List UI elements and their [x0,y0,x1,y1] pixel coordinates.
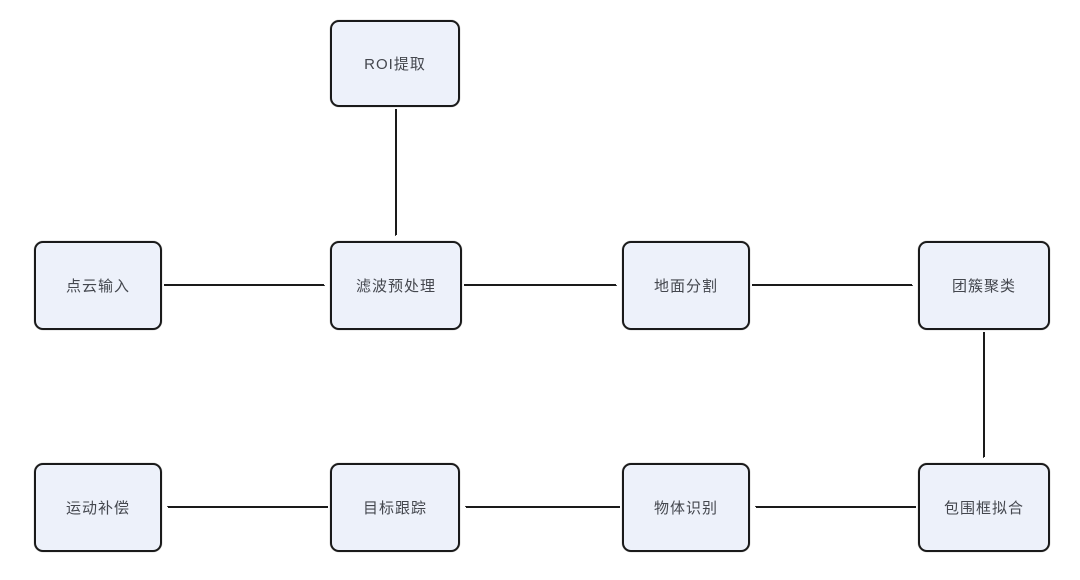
node-target-tracking[interactable]: 目标跟踪 [330,463,460,552]
node-label: 物体识别 [653,500,718,517]
node-object-recognition[interactable]: 物体识别 [622,463,750,552]
node-label: 包围框拟合 [943,500,1024,517]
node-point-cloud-input[interactable]: 点云输入 [34,241,162,330]
node-label: ROI提取 [364,56,426,73]
node-cluster-clustering[interactable]: 团簇聚类 [918,241,1050,330]
node-filter-preprocessing[interactable]: 滤波预处理 [330,241,462,330]
node-roi-extraction[interactable]: ROI提取 [330,20,460,107]
node-label: 地面分割 [653,278,718,295]
node-bounding-box-fitting[interactable]: 包围框拟合 [918,463,1050,552]
node-ground-segmentation[interactable]: 地面分割 [622,241,750,330]
node-label: 运动补偿 [65,500,130,517]
node-label: 点云输入 [65,278,130,295]
node-label: 目标跟踪 [362,500,427,517]
node-label: 滤波预处理 [355,278,436,295]
node-motion-compensation[interactable]: 运动补偿 [34,463,162,552]
node-label: 团簇聚类 [951,278,1016,295]
